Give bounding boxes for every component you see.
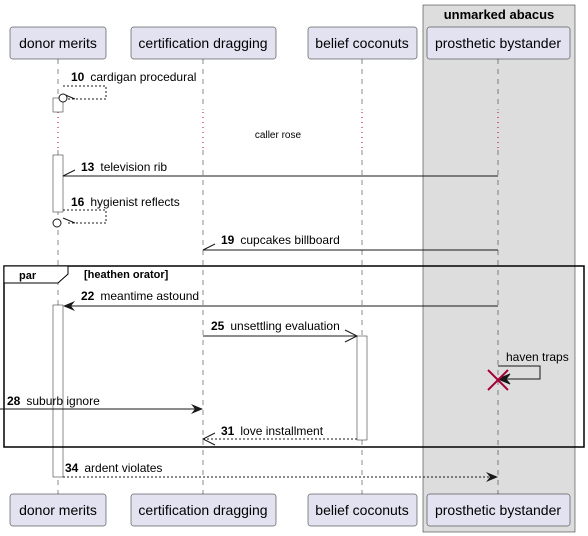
svg-text:belief coconuts: belief coconuts: [315, 35, 408, 51]
delay-text: caller rose: [255, 130, 302, 141]
participant-head-cert[interactable]: certification dragging: [130, 26, 277, 60]
message-16: [52, 209, 107, 228]
participant-head-donor[interactable]: donor merits: [9, 26, 107, 60]
svg-text:certification dragging: certification dragging: [138, 35, 267, 51]
participant-foot-belief[interactable]: belief coconuts: [307, 493, 418, 527]
participant-foot-donor[interactable]: donor merits: [9, 493, 107, 527]
group-par: par [heathen orator]: [3, 265, 585, 448]
participant-foot-cert[interactable]: certification dragging: [130, 493, 277, 527]
activation-belief: [356, 335, 368, 441]
activation-donor-2: [52, 154, 64, 213]
svg-text:donor merits: donor merits: [19, 502, 97, 518]
message-19: [202, 243, 498, 251]
participant-head-pros[interactable]: prosthetic bystander: [426, 26, 571, 60]
participant-foot-pros[interactable]: prosthetic bystander: [426, 493, 571, 527]
group-condition: [heathen orator]: [84, 269, 169, 281]
participant-head-belief[interactable]: belief coconuts: [307, 26, 418, 60]
activation-donor-3: [52, 304, 64, 478]
svg-text:prosthetic bystander: prosthetic bystander: [435, 502, 561, 518]
message-haven: [496, 365, 541, 385]
message-10: [58, 85, 107, 103]
participant-box-title: unmarked abacus: [444, 7, 555, 22]
svg-text:donor merits: donor merits: [19, 35, 97, 51]
svg-text:certification dragging: certification dragging: [138, 502, 267, 518]
participant-box: [422, 4, 576, 533]
svg-text:prosthetic bystander: prosthetic bystander: [435, 35, 561, 51]
message-34: [63, 472, 498, 482]
message-31: [201, 432, 357, 446]
destroy-icon: [487, 369, 509, 391]
message-28: [0, 404, 203, 414]
message-haven-label: haven traps: [506, 350, 569, 364]
svg-text:belief coconuts: belief coconuts: [315, 502, 408, 518]
group-keyword: par: [19, 270, 37, 282]
message-25: [203, 329, 359, 343]
message-22: [63, 301, 498, 311]
message-13: [62, 169, 498, 177]
activation-donor-1: [52, 97, 64, 113]
